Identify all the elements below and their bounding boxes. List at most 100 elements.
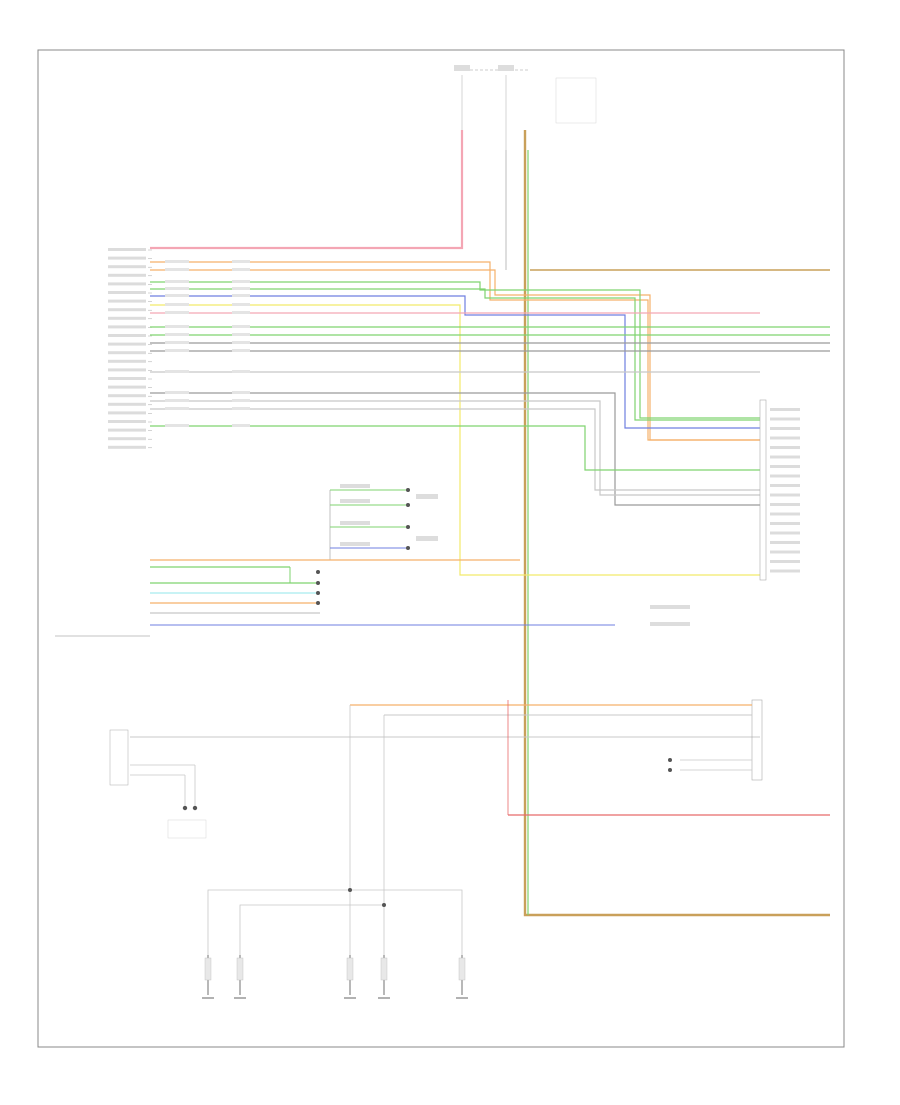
right-pin-label-placeholder bbox=[770, 484, 800, 487]
right-lower-component bbox=[349, 269, 830, 990]
pin-label-placeholder bbox=[108, 394, 146, 398]
connector-icon bbox=[668, 758, 672, 762]
pin-label-placeholder bbox=[108, 334, 146, 337]
connector-icon bbox=[406, 546, 410, 550]
wire-code-placeholder bbox=[165, 268, 189, 271]
harness-wire-gray bbox=[150, 392, 760, 506]
pin-label-placeholder bbox=[108, 299, 146, 303]
circuit-code-placeholder bbox=[232, 268, 250, 271]
fuse-block-a bbox=[454, 65, 470, 71]
right-pin-label-placeholder bbox=[770, 417, 800, 421]
wire-code-placeholder bbox=[165, 333, 189, 336]
right-pin-label-placeholder bbox=[770, 522, 800, 525]
circuit-code-placeholder bbox=[232, 280, 250, 283]
right-pin-label-placeholder bbox=[770, 512, 800, 516]
wire-tan-main bbox=[523, 130, 830, 917]
harness-wire-yellow bbox=[150, 304, 760, 576]
pin-label-placeholder bbox=[108, 256, 146, 260]
right-pin-label-placeholder bbox=[770, 408, 800, 411]
connector-icon bbox=[316, 601, 320, 605]
pin-label-placeholder bbox=[108, 248, 146, 251]
vertical-risers bbox=[150, 130, 830, 917]
pin-label-placeholder bbox=[108, 351, 146, 355]
component-label-a bbox=[416, 494, 438, 499]
fuse-note-block bbox=[555, 77, 597, 124]
switch-connector bbox=[236, 957, 244, 981]
pin-label-placeholder bbox=[108, 411, 146, 415]
circuit-code-placeholder bbox=[232, 391, 250, 394]
pin-label-placeholder bbox=[108, 265, 146, 269]
ground-icon bbox=[192, 805, 198, 811]
right-connector-pins bbox=[759, 399, 800, 581]
wire-code-placeholder bbox=[165, 303, 189, 306]
component-label-b bbox=[416, 536, 438, 541]
splice-label-2 bbox=[340, 499, 370, 503]
switch-connector bbox=[458, 957, 466, 981]
pin-label-placeholder bbox=[108, 428, 146, 432]
switch-stubs bbox=[202, 955, 468, 999]
harness-wire-green bbox=[150, 288, 760, 421]
left-connector-pins bbox=[108, 248, 152, 449]
circuit-code-placeholder bbox=[232, 287, 250, 290]
connector-icon bbox=[406, 503, 410, 507]
wire-code-placeholder bbox=[165, 311, 189, 314]
pin-label-placeholder bbox=[108, 402, 146, 406]
wire-code-placeholder bbox=[165, 260, 189, 263]
harness-wire-green bbox=[150, 425, 760, 471]
right-pin-label-placeholder bbox=[770, 465, 800, 468]
right-pin-label-placeholder bbox=[770, 569, 800, 573]
circuit-code-placeholder bbox=[232, 294, 250, 297]
switch-connector bbox=[380, 957, 388, 981]
right-pin-label-placeholder bbox=[770, 427, 800, 430]
wire-code-placeholder bbox=[165, 280, 189, 283]
wire-code-placeholder bbox=[165, 349, 189, 352]
wire-code-placeholder bbox=[165, 287, 189, 290]
switch-connector bbox=[346, 957, 354, 981]
harness-wire-green bbox=[150, 281, 760, 419]
pin-label-placeholder bbox=[108, 308, 146, 312]
wire-code-placeholder bbox=[165, 325, 189, 328]
lower-left-section bbox=[55, 559, 615, 637]
circuit-code-placeholder bbox=[232, 341, 250, 344]
harness-wire-light_gray bbox=[150, 408, 760, 491]
cluster-connector bbox=[109, 729, 760, 839]
connector-icon bbox=[316, 591, 320, 595]
wire-code-placeholder bbox=[165, 294, 189, 297]
connector-icon bbox=[316, 570, 320, 574]
circuit-code-placeholder bbox=[232, 349, 250, 352]
splice-icon bbox=[348, 888, 352, 892]
wire-code-placeholder bbox=[165, 399, 189, 402]
pin-label-placeholder bbox=[108, 420, 146, 423]
diagram-border bbox=[37, 49, 845, 1048]
circuit-code-placeholder bbox=[232, 370, 250, 373]
splice-label-3 bbox=[340, 521, 370, 525]
right-pin-label-placeholder bbox=[770, 550, 800, 554]
circuit-code-placeholder bbox=[232, 303, 250, 306]
right-pin-label-placeholder bbox=[770, 436, 800, 440]
pin-label-placeholder bbox=[108, 342, 146, 346]
pin-label-placeholder bbox=[108, 291, 146, 294]
right-pin-label-placeholder bbox=[770, 531, 800, 535]
splice-icon bbox=[382, 903, 386, 907]
circuit-code-placeholder bbox=[232, 333, 250, 336]
splice-cluster bbox=[329, 484, 438, 560]
wire-code-placeholder bbox=[165, 407, 189, 410]
pin-label-placeholder bbox=[108, 325, 146, 329]
pin-label-placeholder bbox=[108, 445, 146, 449]
splice-label-1 bbox=[340, 484, 370, 488]
harness-wires bbox=[150, 260, 830, 576]
pin-label-placeholder bbox=[108, 316, 146, 320]
pin-label-placeholder bbox=[108, 368, 146, 372]
harness-wire-light_gray bbox=[150, 400, 760, 496]
harness-wire-orange bbox=[150, 269, 760, 441]
legend-notes bbox=[650, 605, 690, 626]
wire-code-placeholder bbox=[165, 424, 189, 427]
connector-icon bbox=[668, 768, 672, 772]
switch-connector bbox=[204, 957, 212, 981]
bottom-switches bbox=[207, 888, 463, 995]
pin-label-placeholder bbox=[108, 437, 146, 441]
pin-label-placeholder bbox=[108, 359, 146, 363]
circuit-code-placeholder bbox=[232, 311, 250, 314]
ground-icon bbox=[182, 805, 188, 811]
